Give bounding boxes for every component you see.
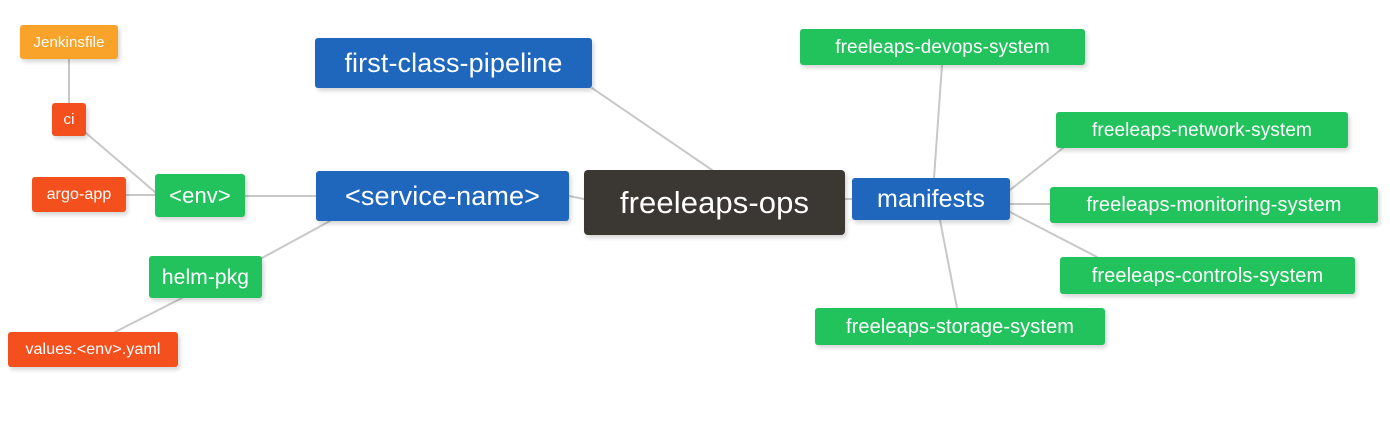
node-devops-system[interactable]: freeleaps-devops-system <box>800 29 1085 65</box>
node-argo-app[interactable]: argo-app <box>32 177 126 212</box>
node-storage-system[interactable]: freeleaps-storage-system <box>815 308 1105 345</box>
node-freeleaps-ops[interactable]: freeleaps-ops <box>584 170 845 235</box>
node-helm-pkg[interactable]: helm-pkg <box>149 256 262 298</box>
node-env[interactable]: <env> <box>155 174 245 217</box>
node-monitoring-system[interactable]: freeleaps-monitoring-system <box>1050 187 1378 223</box>
node-network-system[interactable]: freeleaps-network-system <box>1056 112 1348 148</box>
edge-service-name-to-freeleaps-ops <box>568 195 585 200</box>
node-jenkinsfile[interactable]: Jenkinsfile <box>20 25 118 59</box>
edge-ci-to-env <box>85 132 156 193</box>
node-manifests[interactable]: manifests <box>852 178 1010 220</box>
node-first-class-pipeline[interactable]: first-class-pipeline <box>315 38 592 88</box>
edge-manifests-to-devops-system <box>933 64 943 179</box>
node-ci[interactable]: ci <box>52 103 86 136</box>
node-controls-system[interactable]: freeleaps-controls-system <box>1060 257 1355 294</box>
node-values-env-yaml[interactable]: values.<env>.yaml <box>8 332 178 367</box>
edge-values-env-yaml-to-helm-pkg <box>114 297 183 333</box>
edge-first-class-pipeline-to-freeleaps-ops <box>591 87 713 171</box>
edge-manifests-to-controls-system <box>1009 211 1098 258</box>
edge-manifests-to-network-system <box>1009 147 1064 191</box>
node-service-name[interactable]: <service-name> <box>316 171 569 221</box>
edge-manifests-to-storage-system <box>939 219 958 309</box>
edge-helm-pkg-to-service-name <box>261 220 331 259</box>
